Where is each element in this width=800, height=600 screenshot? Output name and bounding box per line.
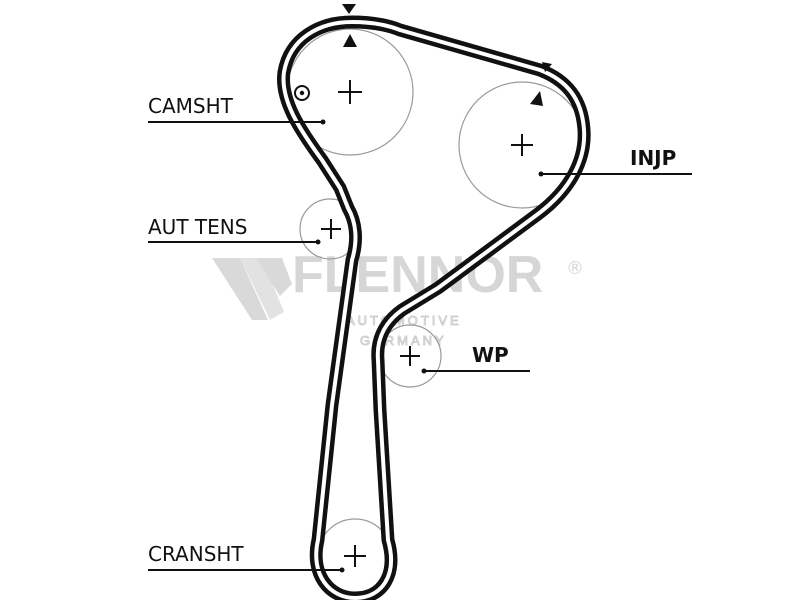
- water-pump-leader-dot: [421, 368, 427, 374]
- auto-tensioner-center-icon: [321, 219, 341, 239]
- camshaft-timing-mark-inner-icon: [343, 34, 357, 47]
- auto-tensioner-leader-dot: [315, 239, 321, 245]
- injection-pump-timing-mark-inner-icon: [530, 91, 543, 106]
- camshaft-reference-dot-icon: [294, 85, 310, 101]
- watermark: FLENNOR ® AUTOMOTIVE GERMANY: [212, 246, 584, 349]
- watermark-logo-icon: [212, 258, 292, 320]
- injection-pump-center-icon: [511, 134, 533, 156]
- timing-belt: [277, 15, 591, 600]
- watermark-registered: ®: [566, 258, 584, 279]
- watermark-line1: AUTOMOTIVE: [346, 313, 462, 328]
- injection-pump-label: INJP: [630, 146, 676, 170]
- camshaft-center-icon: [338, 80, 362, 104]
- injection-pump-timing-mark-outer-icon: [542, 62, 552, 72]
- crankshaft-center-icon: [344, 545, 366, 567]
- water-pump-center-icon: [400, 346, 420, 366]
- camshaft-timing-mark-outer-icon: [342, 4, 356, 14]
- camshaft-leader-dot: [320, 119, 326, 125]
- injection-pump-leader-dot: [538, 171, 544, 177]
- crankshaft-leader-dot: [339, 567, 345, 573]
- crankshaft-label: CRANSHT: [148, 542, 244, 566]
- auto-tensioner-label: AUT TENS: [148, 215, 247, 239]
- water-pump-label: WP: [472, 343, 509, 367]
- camshaft-label: CAMSHT: [148, 94, 234, 118]
